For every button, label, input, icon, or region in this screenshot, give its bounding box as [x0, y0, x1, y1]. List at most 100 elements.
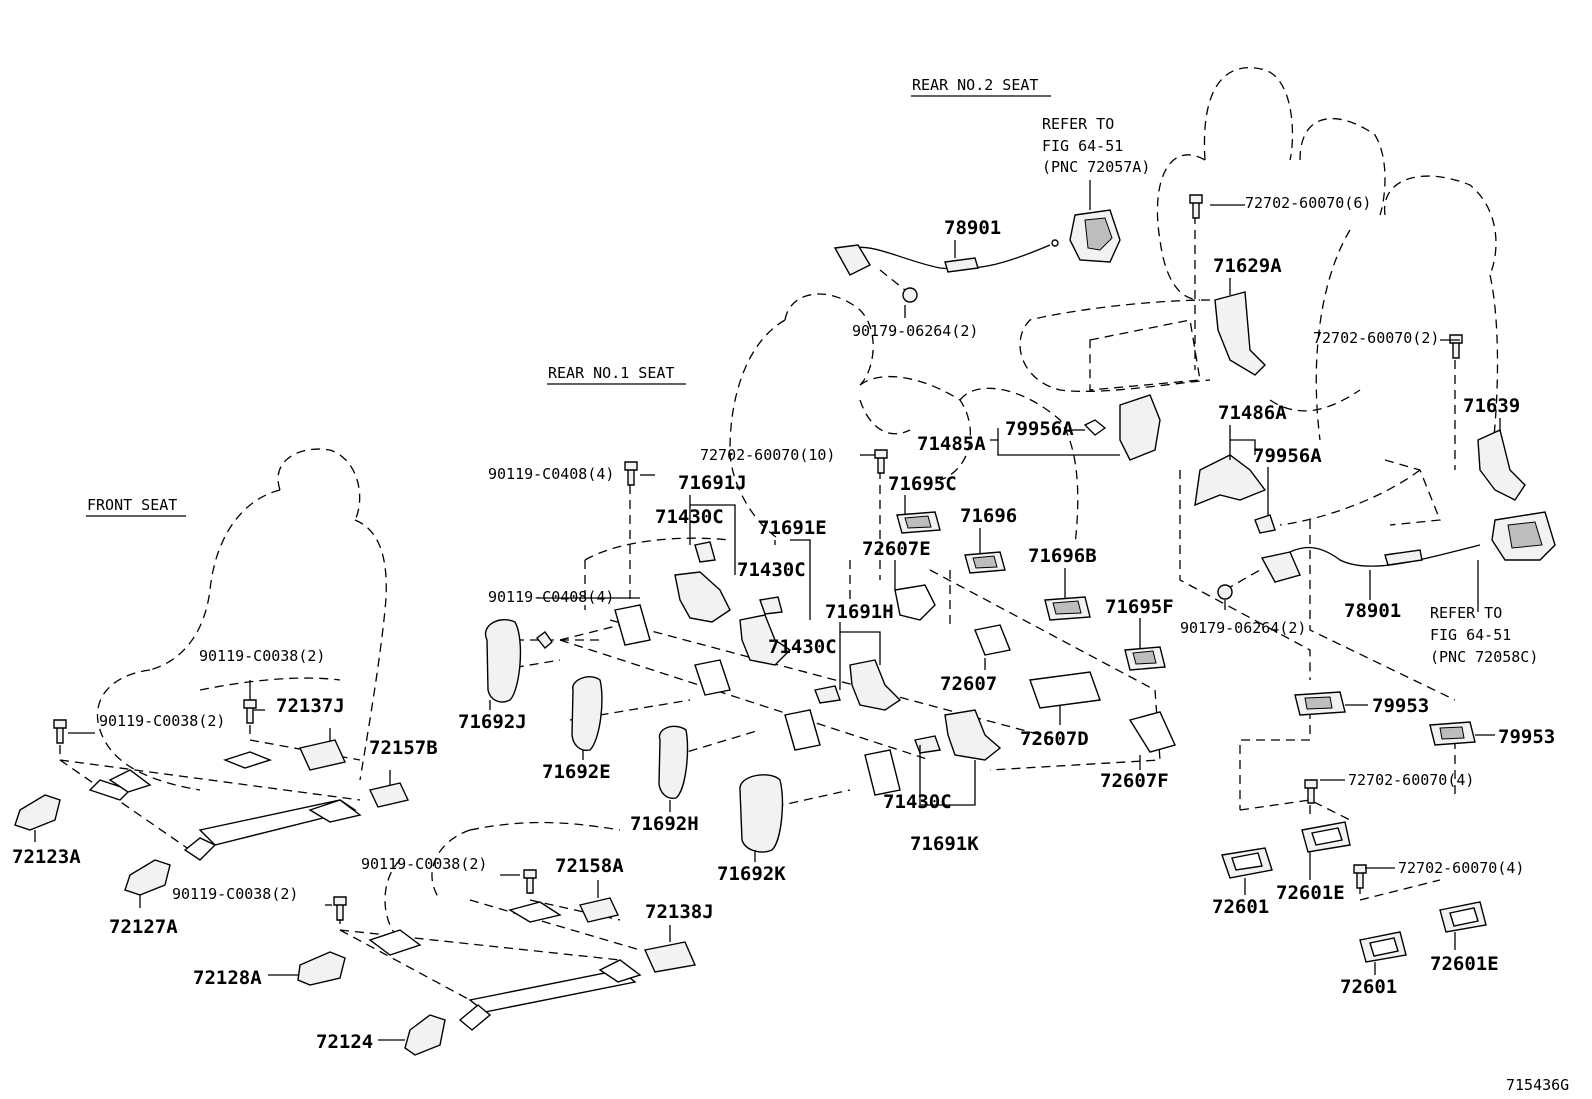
label-71696: 71696 — [960, 505, 1017, 527]
svg-text:REFER TO: REFER TO — [1042, 115, 1114, 133]
label-72601e-a: 72601E — [1276, 882, 1345, 904]
label-72123a: 72123A — [12, 846, 81, 868]
front-seat-frame — [88, 751, 362, 861]
label-72138j: 72138J — [645, 901, 714, 923]
svg-text:FIG 64-51: FIG 64-51 — [1042, 137, 1123, 155]
svg-text:REAR NO.2 SEAT: REAR NO.2 SEAT — [912, 76, 1038, 94]
label-90119-c0038-c: 90119-C0038(2) — [361, 855, 487, 873]
refer-note-right: REFER TO FIG 64-51 (PNC 72058C) — [1430, 604, 1538, 666]
part-71692e — [571, 676, 603, 752]
label-71430c-a: 71430C — [655, 506, 724, 528]
part-71691e — [739, 596, 792, 666]
part-71692h — [658, 725, 689, 799]
label-90119-c0408-top: 90119-C0408(4) — [488, 465, 614, 483]
part-78901-right-cable — [1260, 544, 1481, 583]
label-90119-c0038-b: 90119-C0038(2) — [99, 712, 225, 730]
part-71695c — [896, 511, 941, 534]
label-71629a: 71629A — [1213, 255, 1282, 277]
label-72702-4b: 72702-60070(4) — [1398, 859, 1524, 877]
part-71639 — [1477, 429, 1526, 501]
label-72124: 72124 — [316, 1031, 373, 1053]
label-72601-a: 72601 — [1212, 896, 1269, 918]
part-71696 — [964, 551, 1006, 574]
label-72607: 72607 — [940, 673, 997, 695]
part-72128a — [297, 951, 346, 986]
part-71695f — [1124, 646, 1166, 671]
part-72601-a — [1221, 847, 1273, 879]
label-90119-c0408-mid: 90119-C0408(4) — [488, 588, 614, 606]
part-79953-a — [1294, 691, 1346, 716]
label-71430c-c: 71430C — [768, 636, 837, 658]
svg-text:FRONT SEAT: FRONT SEAT — [87, 496, 177, 514]
refer-note-top: REFER TO FIG 64-51 (PNC 72057A) — [1042, 115, 1150, 176]
label-71430c-d: 71430C — [883, 791, 952, 813]
label-72157b: 72157B — [369, 737, 438, 759]
label-71691e: 71691E — [758, 517, 827, 539]
label-71691j: 71691J — [678, 472, 747, 494]
part-71691h — [814, 659, 902, 711]
part-rear1-rails — [614, 604, 901, 796]
label-71691h: 71691H — [825, 601, 894, 623]
label-72607d: 72607D — [1020, 728, 1089, 750]
rear-no2-seat-outline — [1019, 66, 1499, 526]
section-title-rear-no2: REAR NO.2 SEAT — [911, 76, 1051, 97]
label-72128a: 72128A — [193, 967, 262, 989]
section-title-front: FRONT SEAT — [86, 496, 186, 517]
front-seat-2-frame — [368, 901, 642, 1031]
section-title-rear-no1: REAR NO.1 SEAT — [547, 364, 686, 385]
part-71691k — [914, 709, 1002, 761]
part-90179-nut-top — [902, 287, 918, 303]
part-72607d — [1029, 671, 1101, 709]
label-71692h: 71692H — [630, 813, 699, 835]
part-71691j — [674, 541, 731, 623]
label-90119-c0038-d: 90119-C0038(2) — [172, 885, 298, 903]
part-72601e-b — [1439, 901, 1487, 933]
label-79953-b: 79953 — [1498, 726, 1555, 748]
part-72157b — [368, 782, 410, 808]
part-79953-b — [1429, 721, 1476, 746]
part-72601e-a — [1301, 821, 1351, 853]
label-90179-right: 90179-06264(2) — [1180, 619, 1306, 637]
svg-text:(PNC 72058C): (PNC 72058C) — [1430, 648, 1538, 666]
svg-text:FIG 64-51: FIG 64-51 — [1430, 626, 1511, 644]
rear-no1-seat-outline — [584, 293, 1079, 610]
part-72158a — [578, 897, 620, 923]
label-72702-2: 72702-60070(2) — [1313, 329, 1439, 347]
label-71692k: 71692K — [717, 863, 786, 885]
leader-lines — [34, 180, 1501, 1041]
part-labels: 78901 90179-06264(2) 72702-60070(6) 7162… — [12, 194, 1555, 1053]
part-71692j — [484, 619, 522, 703]
label-72702-6: 72702-60070(6) — [1245, 194, 1371, 212]
part-71696b — [1044, 596, 1091, 621]
label-79956a-mid: 79956A — [1005, 418, 1074, 440]
label-90179-top: 90179-06264(2) — [852, 322, 978, 340]
label-72601e-b: 72601E — [1430, 953, 1499, 975]
label-72127a: 72127A — [109, 916, 178, 938]
label-71692e: 71692E — [542, 761, 611, 783]
part-79956a-mid — [1083, 394, 1161, 461]
part-72127a — [124, 859, 171, 896]
bolt-icons — [53, 194, 1463, 921]
label-72607f: 72607F — [1100, 770, 1169, 792]
label-72601-b: 72601 — [1340, 976, 1397, 998]
label-72158a: 72158A — [555, 855, 624, 877]
part-71629a — [1214, 291, 1266, 376]
part-72057a-lock-top — [1069, 209, 1121, 263]
front-seat-outline — [96, 448, 621, 941]
label-71639: 71639 — [1463, 395, 1520, 417]
part-72607f — [1128, 711, 1176, 753]
label-71692j: 71692J — [458, 711, 527, 733]
label-71695c: 71695C — [888, 473, 957, 495]
svg-text:REFER TO: REFER TO — [1430, 604, 1502, 622]
part-72607 — [974, 624, 1011, 656]
part-72137j — [299, 739, 346, 771]
label-71486a: 71486A — [1218, 402, 1287, 424]
label-78901-top: 78901 — [944, 217, 1001, 239]
label-72137j: 72137J — [276, 695, 345, 717]
part-72607e — [894, 584, 936, 621]
svg-text:REAR NO.1 SEAT: REAR NO.1 SEAT — [548, 364, 674, 382]
part-72601-b — [1359, 931, 1407, 963]
label-71691k: 71691K — [910, 833, 979, 855]
label-78901-right: 78901 — [1344, 600, 1401, 622]
